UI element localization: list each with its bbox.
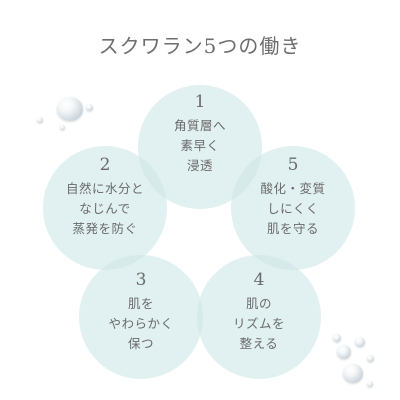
water-drop-icon xyxy=(367,355,374,362)
water-drop-icon xyxy=(57,97,83,121)
benefit-label-3: 3 肌を やわらかく 保つ xyxy=(79,270,203,354)
benefit-text-line: 蒸発を防ぐ xyxy=(72,221,138,236)
water-drop-icon xyxy=(337,345,351,359)
benefit-text-line: 肌の xyxy=(245,296,272,311)
benefit-text-line: 角質層へ xyxy=(173,118,226,133)
benefit-circle-5 xyxy=(231,146,355,270)
benefit-text-line: なじんで xyxy=(79,201,131,216)
benefit-text-line: 整える xyxy=(239,336,279,351)
water-drop-icon xyxy=(60,125,65,130)
benefit-label-5: 5 酸化・変質 しにくく 肌を守る xyxy=(231,155,355,239)
benefit-label-1: 1 角質層へ 素早く 浸透 xyxy=(138,92,262,176)
benefit-circle-4 xyxy=(197,255,321,379)
benefit-text-line: 酸化・変質 xyxy=(260,181,326,196)
benefit-number: 2 xyxy=(99,155,111,175)
benefit-circle-2 xyxy=(43,146,167,270)
water-drop-icon xyxy=(37,117,43,123)
benefit-number: 4 xyxy=(253,270,265,290)
benefit-text-line: 肌を守る xyxy=(266,221,319,236)
benefit-label-4: 4 肌の リズムを 整える xyxy=(197,270,321,354)
water-drop-icon xyxy=(343,364,363,383)
benefit-text-line: 素早く xyxy=(180,138,220,153)
benefit-circle-3 xyxy=(79,255,203,379)
benefit-text-line: しにくく xyxy=(267,201,319,216)
water-drop-icon xyxy=(355,337,365,347)
benefit-text-line: リズムを xyxy=(232,316,285,331)
water-drop-icon xyxy=(333,334,341,342)
benefit-text-line: 肌を xyxy=(127,296,154,311)
benefit-text-line: 自然に水分と xyxy=(65,181,144,196)
benefit-text-line: 浸透 xyxy=(186,158,213,173)
benefit-number: 3 xyxy=(135,270,147,290)
benefit-text-line: やわらかく xyxy=(108,316,174,331)
water-drop-icon xyxy=(86,104,93,111)
water-drop-icon xyxy=(367,381,373,387)
benefit-number: 5 xyxy=(287,155,299,175)
benefit-number: 1 xyxy=(194,92,206,112)
benefit-label-2: 2 自然に水分と なじんで 蒸発を防ぐ xyxy=(43,155,167,239)
benefit-text-line: 保つ xyxy=(127,336,154,351)
diagram-title: スクワラン5つの働き xyxy=(98,34,302,58)
